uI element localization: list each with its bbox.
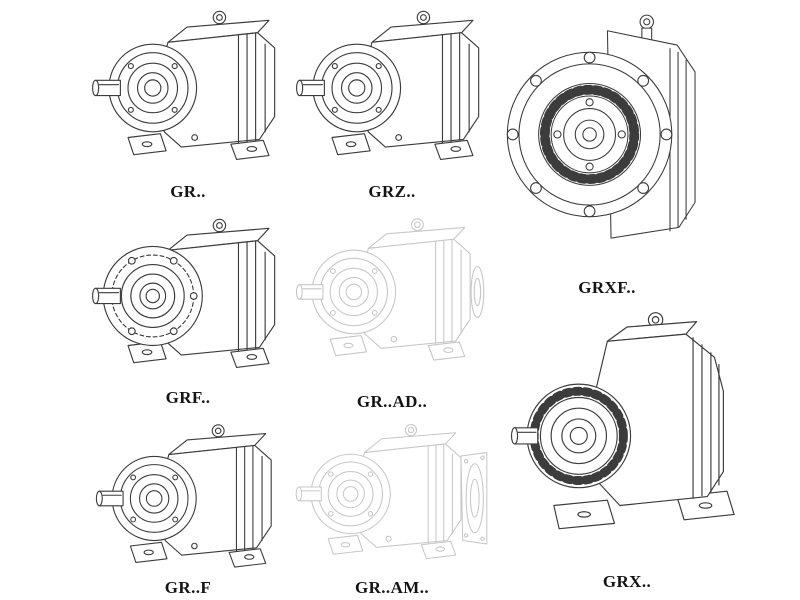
gearbox-drawing-gr-f: [95, 424, 272, 568]
figure-grz: GRZ..: [292, 4, 492, 202]
figure-label-grz: GRZ..: [368, 182, 416, 201]
gearbox-drawing-gr-am: [295, 424, 488, 560]
figure-label-gr: GR..: [170, 182, 206, 201]
figure-grf: GRF..: [88, 212, 288, 408]
figure-label-grx: GRX..: [602, 572, 652, 591]
figure-label-grf: GRF..: [165, 388, 211, 407]
figure-gr-ad: GR..AD..: [292, 212, 492, 412]
figure-gr-am: GR..AM..: [292, 418, 492, 598]
figure-grxf: GRXF..: [492, 2, 722, 298]
figure-label-grxf: GRXF..: [578, 278, 636, 297]
figure-label-gr-ad: GR..AD..: [356, 392, 428, 411]
figure-gr-f: GR..F: [88, 418, 288, 598]
gearbox-drawing-grz: [296, 10, 480, 160]
gearbox-drawing-grx: [502, 302, 752, 543]
figure-label-gr-am: GR..AM..: [354, 578, 430, 597]
gearbox-drawing-grxf: [502, 2, 712, 266]
gearbox-drawing-gr: [91, 10, 276, 160]
figure-grx: GRX..: [492, 302, 762, 592]
gearbox-drawing-gr-ad: [295, 218, 485, 361]
figure-label-gr-f: GR..F: [164, 578, 212, 597]
gearbox-drawing-grf: [91, 218, 276, 368]
figure-gr: GR..: [88, 4, 288, 202]
